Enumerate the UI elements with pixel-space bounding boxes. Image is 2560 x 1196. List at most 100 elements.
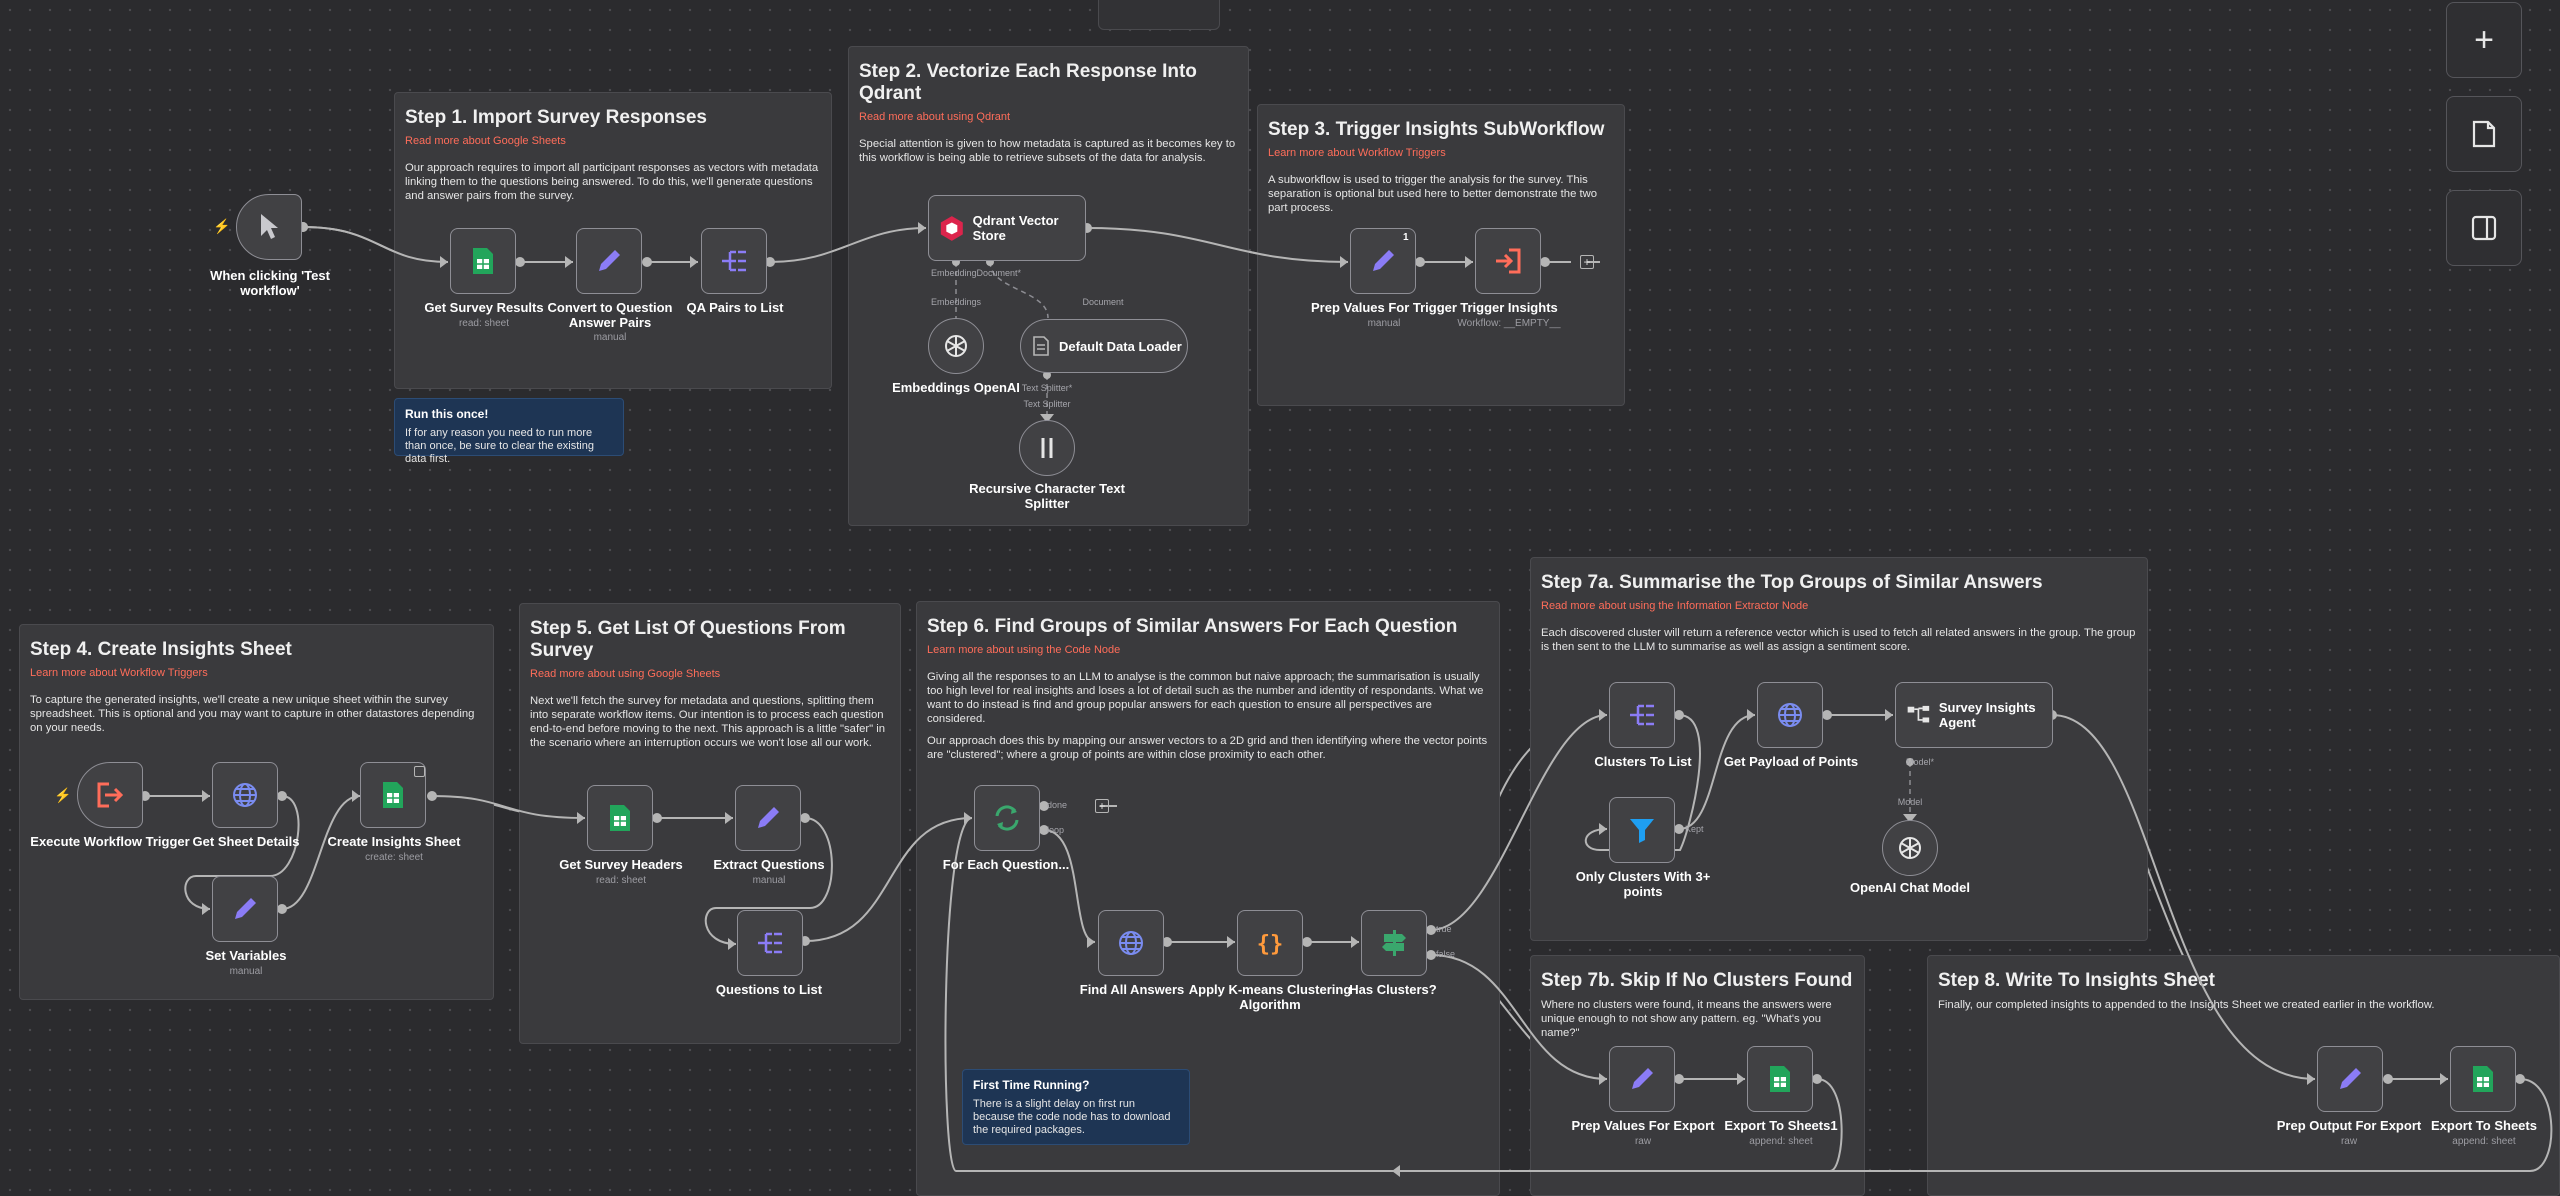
node-subtitle: append: sheet <box>1749 1136 1813 1147</box>
sticky-step5: Step 5. Get List Of Questions From Surve… <box>519 603 901 1044</box>
sign-out-icon <box>97 782 124 808</box>
node-label: Embeddings OpenAI <box>892 380 1020 395</box>
default-data-loader-node[interactable]: Default Data Loader <box>1020 319 1188 373</box>
node-label: Clusters To List <box>1594 754 1692 769</box>
google-sheets-icon <box>610 805 630 831</box>
embeddings-openai-node[interactable] <box>928 318 984 374</box>
node-label: OpenAI Chat Model <box>1850 880 1970 895</box>
add-node-plus-icon[interactable]: + <box>1580 255 1594 269</box>
node-label: Extract Questions <box>713 857 825 872</box>
node-label: Trigger Insights <box>1460 300 1558 315</box>
extract-questions-node[interactable] <box>735 785 801 851</box>
sticky-title: Step 2. Vectorize Each Response Into Qdr… <box>859 61 1197 104</box>
node-label: Get Sheet Details <box>192 834 300 849</box>
node-label: Only Clusters With 3+ points <box>1575 869 1711 899</box>
sticky-title: Step 7a. Summarise the Top Groups of Sim… <box>1541 572 2043 593</box>
sticky-link[interactable]: Learn more about Workflow Triggers <box>30 667 208 679</box>
survey-insights-agent-node[interactable]: Survey Insights Agent <box>1895 682 2053 748</box>
node-title: Qdrant Vector Store <box>972 213 1059 243</box>
node-label: Set Variables <box>205 948 287 963</box>
connector-label: false <box>1436 949 1456 959</box>
manual-trigger-node[interactable] <box>236 194 302 260</box>
add-node-button[interactable]: + <box>2446 2 2522 78</box>
google-sheets-icon <box>1770 1066 1790 1092</box>
create-insights-sheet-node[interactable] <box>360 762 426 828</box>
splitter-icon <box>1041 438 1053 458</box>
sticky-link[interactable]: Read more about Google Sheets <box>405 135 566 147</box>
node-subtitle: manual <box>1367 318 1401 329</box>
connector-label: Text Splitter <box>1023 399 1071 409</box>
route-sign-icon <box>1382 930 1406 956</box>
trigger-insights-node[interactable] <box>1475 228 1541 294</box>
qa-pairs-to-list-node[interactable] <box>701 228 767 294</box>
export-to-sheets-node[interactable] <box>2450 1046 2516 1112</box>
google-sheets-icon <box>383 782 403 808</box>
pencil-icon <box>599 250 620 271</box>
sticky-link[interactable]: Read more about using the Information Ex… <box>1541 600 1809 612</box>
sticky-title: Step 8. Write To Insights Sheet <box>1938 970 2215 991</box>
code-braces-icon: {} <box>1257 932 1284 957</box>
sticky-note-icon <box>2472 120 2496 148</box>
has-clusters-node[interactable] <box>1361 910 1427 976</box>
plus-icon: + <box>2474 20 2494 59</box>
node-label: Apply K-means Clustering Algorithm <box>1188 982 1352 1012</box>
convert-qa-node[interactable] <box>576 228 642 294</box>
toggle-panel-button[interactable] <box>2446 190 2522 266</box>
node-label: Convert to Question Answer Pairs <box>547 300 673 330</box>
sticky-step7a: Step 7a. Summarise the Top Groups of Sim… <box>1530 557 2148 941</box>
sticky-title: Step 6. Find Groups of Similar Answers F… <box>927 616 1458 637</box>
note-title: Run this once! <box>405 407 489 421</box>
agent-tree-icon <box>1907 705 1930 723</box>
sticky-title: Step 5. Get List Of Questions From Surve… <box>530 618 846 661</box>
sticky-step3: Step 3. Trigger Insights SubWorkflow Lea… <box>1257 104 1625 406</box>
get-survey-results-node[interactable] <box>450 228 516 294</box>
google-sheets-icon <box>2473 1066 2493 1092</box>
only-clusters-filter-node[interactable] <box>1609 797 1675 863</box>
clusters-to-list-node[interactable] <box>1609 682 1675 748</box>
kmeans-code-node[interactable]: {} <box>1237 910 1303 976</box>
sticky-title: Step 1. Import Survey Responses <box>405 107 707 128</box>
pencil-icon <box>1632 1068 1653 1089</box>
for-each-question-node[interactable] <box>974 785 1040 851</box>
sticky-link[interactable]: Read more about using Qdrant <box>859 111 1011 123</box>
node-label: Export To Sheets1 <box>1724 1118 1838 1133</box>
split-out-icon <box>1630 704 1654 726</box>
execute-workflow-trigger-node[interactable] <box>77 762 143 828</box>
prep-values-export-node[interactable] <box>1609 1046 1675 1112</box>
pencil-icon <box>1373 250 1394 271</box>
prep-output-export-node[interactable] <box>2317 1046 2383 1112</box>
qdrant-icon <box>940 216 963 241</box>
sticky-step2: Step 2. Vectorize Each Response Into Qdr… <box>848 46 1249 526</box>
prep-values-trigger-node[interactable] <box>1350 228 1416 294</box>
sticky-title: Step 3. Trigger Insights SubWorkflow <box>1268 119 1605 140</box>
note-first-time: First Time Running? There is a slight de… <box>962 1069 1190 1145</box>
get-payload-node[interactable] <box>1757 682 1823 748</box>
export-to-sheets1-node[interactable] <box>1747 1046 1813 1112</box>
add-sticky-note-button[interactable] <box>2446 96 2522 172</box>
trigger-bolt-icon: ⚡ <box>54 787 72 803</box>
sticky-text: Our approach does this by mapping our an… <box>927 735 1488 761</box>
node-subtitle: Workflow: __EMPTY__ <box>1457 318 1561 329</box>
get-survey-headers-node[interactable] <box>587 785 653 851</box>
node-label: Execute Workflow Trigger <box>30 834 190 849</box>
connector-label: Embeddings <box>930 297 982 307</box>
panel-icon <box>2471 215 2497 241</box>
set-variables-node[interactable] <box>212 876 278 942</box>
document-icon <box>1033 336 1049 356</box>
openai-chat-model-node[interactable] <box>1882 820 1938 876</box>
questions-to-list-node[interactable] <box>737 910 803 976</box>
connector-label: Model* <box>1905 757 1935 767</box>
sticky-link[interactable]: Learn more about Workflow Triggers <box>1268 147 1446 159</box>
qdrant-vector-store-node[interactable]: Qdrant Vector Store <box>928 195 1086 261</box>
add-node-plus-icon[interactable]: + <box>1095 799 1109 813</box>
connector-label: Model <box>1897 797 1923 807</box>
find-all-answers-node[interactable] <box>1098 910 1164 976</box>
sticky-link[interactable]: Read more about using Google Sheets <box>530 668 721 680</box>
node-subtitle: raw <box>1634 1136 1652 1147</box>
globe-icon <box>1778 703 1802 727</box>
sticky-link[interactable]: Learn more about using the Code Node <box>927 644 1121 656</box>
text-splitter-node[interactable] <box>1019 420 1075 476</box>
get-sheet-details-node[interactable] <box>212 762 278 828</box>
node-label: Get Payload of Points <box>1723 754 1859 769</box>
node-subtitle: manual <box>752 875 786 886</box>
